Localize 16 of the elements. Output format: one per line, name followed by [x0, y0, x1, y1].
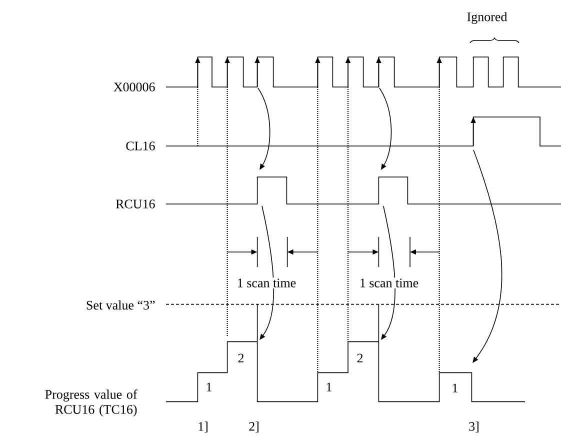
- callout-number: 3]: [469, 422, 478, 432]
- callout-number: 2]: [249, 422, 258, 432]
- step-value: 1: [326, 382, 332, 392]
- duration-label: 1 scan time: [236, 278, 298, 288]
- signal-name: X00006: [114, 82, 155, 92]
- threshold-label: Set value “3”: [86, 300, 155, 310]
- duration-label: 1 scan time: [358, 278, 420, 288]
- signal-name: CL16: [126, 142, 155, 150]
- signal-name: RCU16: [116, 200, 155, 208]
- step-value: 1: [206, 382, 212, 392]
- annotation-text: Ignored: [467, 12, 508, 24]
- step-value: 2: [357, 354, 363, 362]
- callout-number: 1]: [198, 422, 208, 432]
- step-value: 2: [238, 354, 244, 362]
- step-value: 1: [452, 384, 458, 392]
- signal-name: Progress value of RCU16 (TC16): [45, 390, 138, 416]
